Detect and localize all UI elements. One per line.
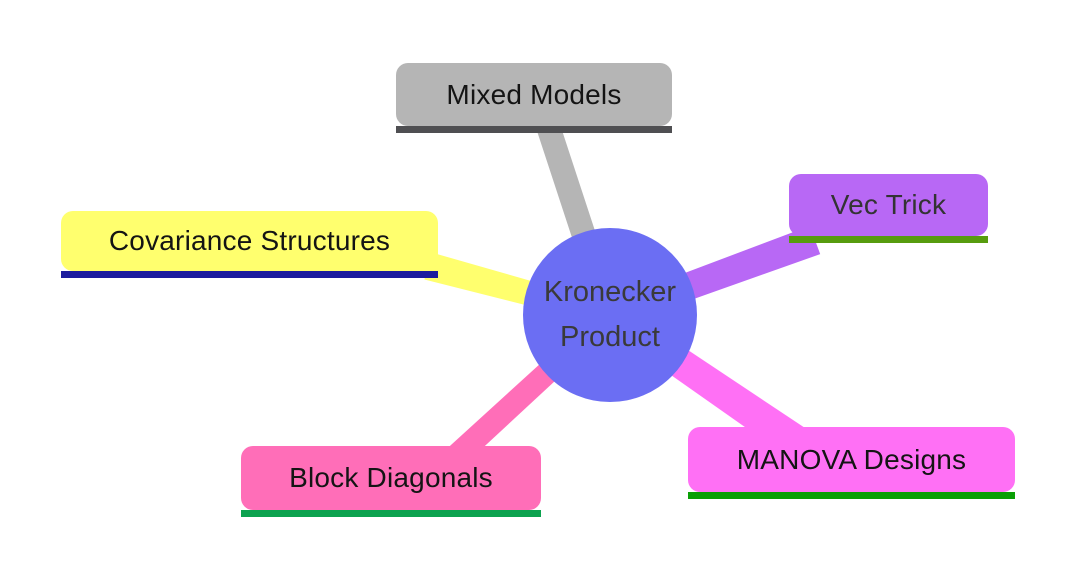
center-node-label-line1: Kronecker: [543, 276, 677, 308]
node-underline: [241, 510, 541, 517]
node-underline: [789, 236, 988, 243]
node-kronecker-product[interactable]: Kronecker Product: [523, 228, 697, 402]
node-vec-trick[interactable]: Vec Trick: [789, 174, 988, 243]
node-underline: [61, 271, 438, 278]
node-covariance-structures[interactable]: Covariance Structures: [61, 211, 438, 278]
node-label: Vec Trick: [830, 189, 947, 220]
node-underline: [396, 126, 672, 133]
node-label: Block Diagonals: [289, 462, 493, 493]
node-underline: [688, 492, 1015, 499]
node-block-diagonals[interactable]: Block Diagonals: [241, 446, 541, 517]
node-manova-designs[interactable]: MANOVA Designs: [688, 427, 1015, 499]
node-label: Mixed Models: [446, 78, 622, 110]
node-label: Covariance Structures: [108, 225, 391, 256]
node-label: MANOVA Designs: [736, 443, 967, 475]
center-node-label-line2: Product: [560, 321, 660, 353]
node-mixed-models[interactable]: Mixed Models: [396, 63, 672, 133]
